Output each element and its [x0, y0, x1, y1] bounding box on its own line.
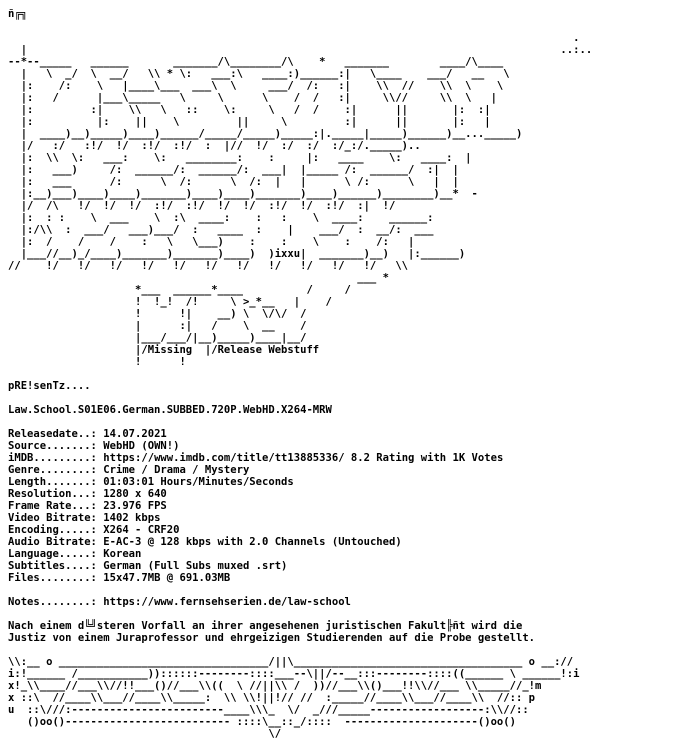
info-row: Frame Rate...: 23.976 FPS — [8, 500, 680, 512]
logo-art-line: ___ * — [8, 272, 389, 284]
info-row: Language.....: Korean — [8, 548, 680, 560]
info-row: Files........: 15x47.7MB @ 691.03MB — [8, 572, 680, 584]
release-name: Law.School.S01E06.German.SUBBED.720P.Web… — [8, 404, 332, 416]
info-row: Length.......: 01:03:01 Hours/Minutes/Se… — [8, 476, 680, 488]
info-value: German (Full Subs muxed .srt) — [103, 560, 288, 572]
logo-art-line: |: ___ /: \ /: \ /: | | \ /: \ | | — [8, 176, 459, 188]
logo-art-line: |: ___) /: ______/: ______/: ___| |_____… — [8, 164, 459, 176]
tagline-line: |/Missing |/Release Webstuff — [8, 344, 320, 356]
info-label: Encoding.....: — [8, 524, 97, 536]
info-value: E-AC-3 @ 128 kbps with 2.0 Channels (Unt… — [103, 536, 402, 548]
info-row: Subtitles....: German (Full Subs muxed .… — [8, 560, 680, 572]
ascii-logo: . | ..:..--*--_____ ______ _______/\____… — [8, 20, 680, 344]
notes-line: Notes........: https://www.fernsehserien… — [8, 596, 680, 608]
info-label: Genre........: — [8, 464, 97, 476]
logo-art-line: |: :| \\ \ :: \: \ / / :| || |: :| — [8, 104, 491, 116]
info-row: Resolution...: 1280 x 640 — [8, 488, 680, 500]
info-label: Releasedate..: — [8, 428, 97, 440]
info-row: Source.......: WebHD (OWN!) — [8, 440, 680, 452]
logo-art-line: |: : : \ ___ \ :\ ____: : : \ ____: ____… — [8, 212, 434, 224]
info-label: Video Bitrate: — [8, 512, 97, 524]
info-value: 01:03:01 Hours/Minutes/Seconds — [103, 476, 294, 488]
info-label: Subtitles....: — [8, 560, 97, 572]
info-row: Audio Bitrate: E-AC-3 @ 128 kbps with 2.… — [8, 536, 680, 548]
info-row: Releasedate..: 14.07.2021 — [8, 428, 680, 440]
info-label: Frame Rate...: — [8, 500, 97, 512]
notes-link[interactable]: https://www.fernsehserien.de/law-school — [103, 596, 351, 608]
info-row: iMDB.........: https://www.imdb.com/titl… — [8, 452, 680, 464]
info-value[interactable]: https://www.imdb.com/title/tt13885336/ 8… — [103, 452, 504, 464]
info-value: 15x47.7MB @ 691.03MB — [103, 572, 231, 584]
logo-art-line: | :| / \ __ / — [8, 320, 307, 332]
logo-art-line: ! !_! /! \ >_*__ | / — [8, 296, 332, 308]
logo-art-line: // !/ !/ !/ !/ !/ !/ !/ !/ !/ !/ !/ \\ — [8, 260, 409, 272]
info-row: Video Bitrate: 1402 kbps — [8, 512, 680, 524]
logo-art-line: ! !| __) \ \/\/ / — [8, 308, 307, 320]
logo-art-line: |:__)___)____)____)_______)____)____)___… — [8, 188, 478, 200]
logo-art-line: |: /: \ |____\___ ___\ \ ___/ /: :| \\ /… — [8, 80, 504, 92]
presents-line: pRE!senTz.... — [8, 380, 91, 392]
logo-art-line: |: / |___\_____ \ \ \ / / :| \\// \\ \ | — [8, 92, 497, 104]
info-label: Length.......: — [8, 476, 97, 488]
tagline-dot: ! ! — [8, 356, 186, 368]
info-row: Encoding.....: X264 - CRF20 — [8, 524, 680, 536]
tagline-missing: Missing — [147, 344, 193, 356]
tagline-release: Release Webstuff — [217, 344, 320, 356]
info-value: Crime / Drama / Mystery — [103, 464, 250, 476]
logo-art-line: | ____)__)_____)____)______/_____/_____)… — [8, 128, 523, 140]
logo-art-line: | \ _/ \ __/ \\ * \: ___:\ ____:)______:… — [8, 68, 510, 80]
info-value: 1280 x 640 — [103, 488, 167, 500]
logo-art-line: *___ ______*____ / / — [8, 284, 351, 296]
ascii-footer: \\:__ o ________________________________… — [8, 656, 680, 740]
footer-art-line: u ::\///:------------------------____\\\… — [8, 704, 529, 716]
info-label: iMDB.........: — [8, 452, 97, 464]
logo-art-line: --*--_____ ______ _______/\________/\ * … — [8, 56, 504, 68]
info-value: X264 - CRF20 — [103, 524, 180, 536]
logo-art-line: |/ /\ !/ !/ !/ :!/ :!/ !/ !/ :!/ !/ :!/ … — [8, 200, 396, 212]
logo-art-line: |___/___/|__)_____)____|__/ — [8, 332, 307, 344]
logo-art-line: . — [8, 32, 580, 44]
info-label: Language.....: — [8, 548, 97, 560]
logo-art-line: |: \\ \: ___: \: ________: : |: ____ \: … — [8, 152, 472, 164]
logo-art-line — [8, 20, 680, 32]
footer-art-line: x ::\ //____\\___//____\\_____: \\ \\!||… — [8, 692, 536, 704]
footer-art-line: i:!______ /___________))::::::--------::… — [8, 668, 580, 680]
info-value: Korean — [103, 548, 142, 560]
logo-art-line: | ..:.. — [8, 44, 593, 56]
description-line: Nach einem d╚╝steren Vorfall an ihrer an… — [8, 620, 523, 632]
footer-art-line: ()oo()-------------------------- ::::\__… — [8, 716, 516, 728]
logo-art-line: |___//__)_/____)_______)_______)____) )i… — [8, 248, 466, 260]
description-line: Justiz von einem Juraprofessor und ehrge… — [8, 632, 536, 644]
brand-mark: ñ╔╗ — [8, 8, 28, 20]
logo-art-line: |: |: || \ || \ :| || |: | — [8, 116, 491, 128]
footer-art-line: \\:__ o ________________________________… — [8, 656, 574, 668]
info-value: 1402 kbps — [103, 512, 161, 524]
footer-art-line: x!_\\____//___\\//!!___()//___\\(( \ //|… — [8, 680, 542, 692]
info-row: Genre........: Crime / Drama / Mystery — [8, 464, 680, 476]
info-label: Resolution...: — [8, 488, 97, 500]
info-label: Source.......: — [8, 440, 97, 452]
logo-art-line: |:/\\ : ___/ ___)___/ : ____ : | ___/ : … — [8, 224, 434, 236]
info-value: 23.976 FPS — [103, 500, 167, 512]
info-label: Files........: — [8, 572, 97, 584]
info-value: WebHD (OWN!) — [103, 440, 180, 452]
footer-art-line: \/ — [8, 728, 282, 740]
notes-label: Notes........: — [8, 596, 97, 608]
info-label: Audio Bitrate: — [8, 536, 97, 548]
logo-art-line: |/ :/ :!/ !/ :!/ :!/ : |// !/ :/ :/ :/_:… — [8, 140, 421, 152]
info-value: 14.07.2021 — [103, 428, 167, 440]
description: Nach einem d╚╝steren Vorfall an ihrer an… — [8, 620, 680, 644]
logo-art-line: |: / / / : \ \___) : : \ : /: | — [8, 236, 415, 248]
